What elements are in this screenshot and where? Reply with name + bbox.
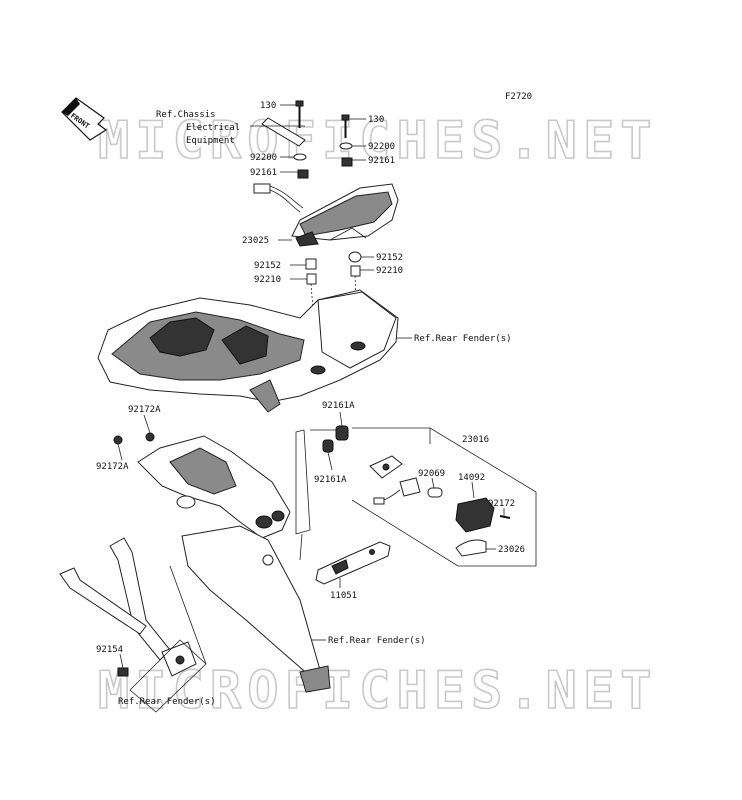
screw-92172 <box>499 515 511 519</box>
label-14092: 14092 <box>458 473 485 483</box>
label-92161A-bottom: 92161A <box>314 475 347 485</box>
screw-92172A-top <box>145 432 155 442</box>
collar-92210-right <box>350 265 361 277</box>
grommet-92161-right <box>341 157 353 167</box>
bolt-130-right <box>341 114 350 138</box>
label-23025: 23025 <box>242 236 269 246</box>
label-23016: 23016 <box>462 435 489 445</box>
ref-rear-fender-3: Ref.Rear Fender(s) <box>118 697 216 707</box>
washer-92200-left <box>293 153 307 161</box>
label-92161-left: 92161 <box>250 168 277 178</box>
label-130-left: 130 <box>260 101 276 111</box>
rear-fender-tray <box>97 289 399 413</box>
wiring-connector <box>253 183 304 213</box>
ref-chassis-line3: Equipment <box>186 136 235 146</box>
ref-chassis-line1: Ref.Chassis <box>156 110 216 120</box>
label-92172A-top: 92172A <box>128 405 161 415</box>
label-92152-left: 92152 <box>254 261 281 271</box>
fender-flap-bracket <box>137 435 331 693</box>
grommet-92161A-bottom <box>322 439 334 453</box>
license-light-socket <box>369 455 421 505</box>
ref-rear-fender-1: Ref.Rear Fender(s) <box>414 334 512 344</box>
front-arrow-icon: FRONT <box>61 97 108 141</box>
label-92210-left: 92210 <box>254 275 281 285</box>
watermark-bottom: MICROFICHES.NET <box>98 661 658 721</box>
nut-92152-right <box>348 251 362 263</box>
screw-92154 <box>117 667 129 677</box>
cover-23026 <box>455 539 487 557</box>
label-92152-right: 92152 <box>376 253 403 263</box>
lens-14092 <box>455 497 495 533</box>
label-92210-right: 92210 <box>376 266 403 276</box>
tail-light-23025 <box>291 183 399 247</box>
ref-rear-fender-2: Ref.Rear Fender(s) <box>328 636 426 646</box>
ref-chassis-line2: Electrical <box>186 123 240 133</box>
watermark-top: MICROFICHES.NET <box>98 111 658 171</box>
label-92154: 92154 <box>96 645 123 655</box>
collar-92210-left <box>306 273 317 285</box>
bulb-92069 <box>427 487 443 498</box>
rear-rail <box>59 537 197 677</box>
label-92161-right: 92161 <box>368 156 395 166</box>
label-11051: 11051 <box>330 591 357 601</box>
label-92200-right: 92200 <box>368 142 395 152</box>
bolt-130-left <box>295 100 304 128</box>
label-23026: 23026 <box>498 545 525 555</box>
washer-92200-right <box>339 142 353 150</box>
figure-code: F2720 <box>505 92 532 102</box>
label-92172: 92172 <box>488 499 515 509</box>
nut-92152-left <box>305 258 317 270</box>
bracket-11051 <box>315 541 391 585</box>
grommet-92161A-top <box>335 425 349 441</box>
label-92200-left: 92200 <box>250 153 277 163</box>
label-130-right: 130 <box>368 115 384 125</box>
label-92172A-bottom: 92172A <box>96 462 129 472</box>
label-92069: 92069 <box>418 469 445 479</box>
grommet-92161-left <box>297 169 309 179</box>
label-92161A-top: 92161A <box>322 401 355 411</box>
screw-92172A-bottom <box>113 435 123 445</box>
chassis-strap <box>261 117 306 147</box>
